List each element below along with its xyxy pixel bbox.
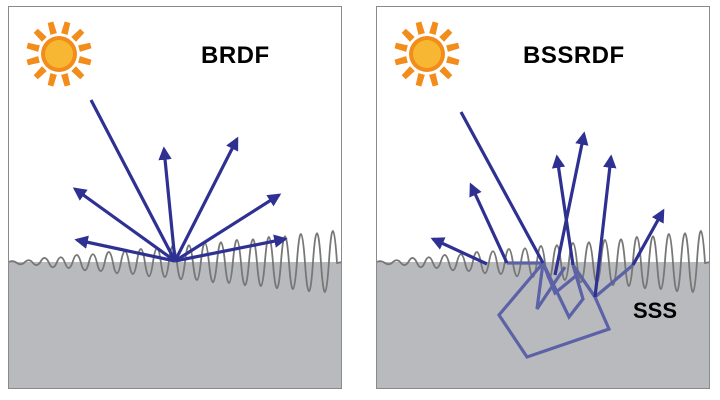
sun-ray [33, 66, 47, 80]
subsurface-scattering-paths [497, 261, 635, 359]
sun-ray [429, 21, 439, 35]
sun-ray [401, 28, 415, 42]
sun-ray [415, 73, 425, 87]
bssrdf-panel: BSSRDF SSS [376, 6, 710, 389]
sun-ray [33, 28, 47, 42]
sun-ray [429, 73, 439, 87]
material-surface [377, 262, 709, 388]
sun-ray [415, 21, 425, 35]
reflected-ray [74, 235, 176, 263]
exiting-ray [631, 208, 665, 266]
incident-ray [89, 99, 177, 262]
sss-label: SSS [633, 298, 678, 323]
exiting-rays [430, 131, 665, 298]
sun-ray [71, 28, 85, 42]
sun-ray [78, 56, 92, 66]
exiting-ray [553, 131, 589, 276]
sun-ray [26, 42, 40, 52]
scatter-path [541, 262, 585, 321]
sun-ray [446, 42, 460, 52]
bssrdf-diagram [377, 21, 709, 388]
sun-ray [26, 56, 40, 66]
brdf-panel: BRDF [8, 6, 342, 389]
sun-icon [26, 21, 92, 87]
sun-ray [61, 73, 71, 87]
sun-ray [47, 73, 57, 87]
sun-ray [394, 56, 408, 66]
sun-ray [394, 42, 408, 52]
reflected-ray [158, 146, 177, 262]
exiting-ray [430, 237, 488, 266]
exiting-ray [551, 154, 575, 266]
material-surface [9, 262, 341, 388]
sun-ray [47, 21, 57, 35]
scatter-path [535, 262, 567, 310]
sun-ray [446, 56, 460, 66]
brdf-title: BRDF [201, 42, 270, 69]
sun-ray [71, 66, 85, 80]
scatter-path [541, 262, 579, 296]
reflected-ray [174, 234, 288, 263]
exiting-ray [593, 154, 617, 298]
sun-ray [439, 28, 453, 42]
sun-icon [394, 21, 460, 87]
sun-ray [78, 42, 92, 52]
reflected-rays [72, 136, 288, 263]
reflected-ray [174, 193, 282, 263]
incident-ray [459, 111, 545, 264]
bssrdf-title: BSSRDF [523, 42, 625, 69]
sun-ray [401, 66, 415, 80]
reflected-ray [72, 187, 176, 263]
sun-ray [61, 21, 71, 35]
surface-roughness [9, 230, 341, 293]
sun-ray [439, 66, 453, 80]
brdf-diagram [9, 21, 341, 388]
reflected-ray [173, 136, 239, 262]
exiting-ray [469, 182, 509, 264]
